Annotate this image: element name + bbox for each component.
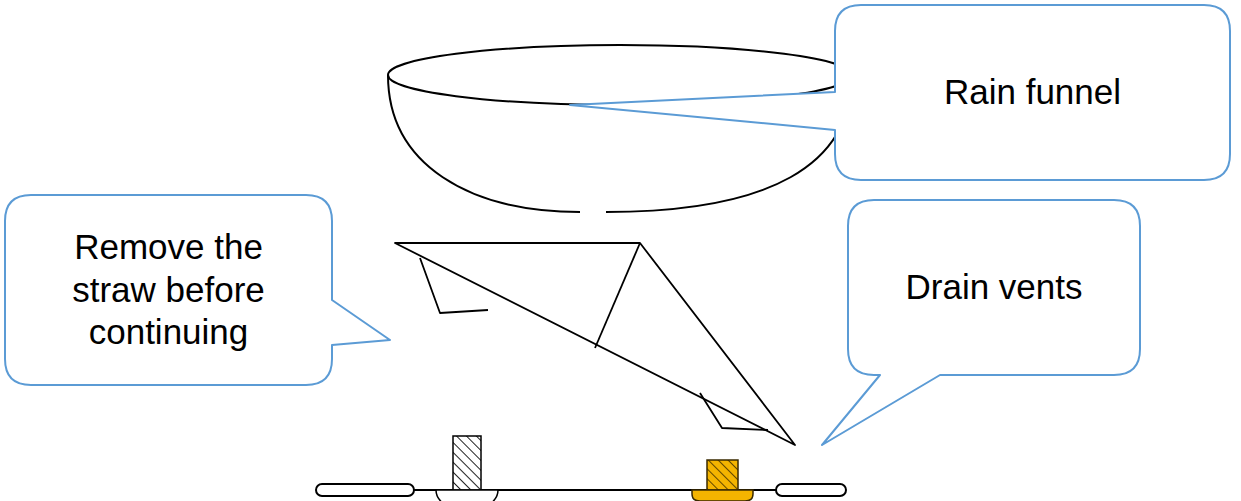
callout-text: Remove the straw before continuing	[51, 226, 286, 354]
callout-outline	[5, 195, 390, 385]
callout-text: Rain funnel	[944, 71, 1121, 114]
screw-left	[436, 436, 498, 501]
callout-bubble: Remove the straw before continuing	[5, 195, 332, 385]
callout-outline	[822, 200, 1140, 445]
funnel	[388, 45, 852, 212]
callout-bubble: Rain funnel	[835, 5, 1230, 180]
callout-text: Drain vents	[905, 266, 1082, 309]
straw-paper	[395, 243, 795, 445]
callout-bubble: Drain vents	[848, 200, 1140, 375]
callout-outline	[570, 5, 1230, 180]
base-plate	[316, 484, 846, 496]
screw-right	[692, 460, 753, 501]
